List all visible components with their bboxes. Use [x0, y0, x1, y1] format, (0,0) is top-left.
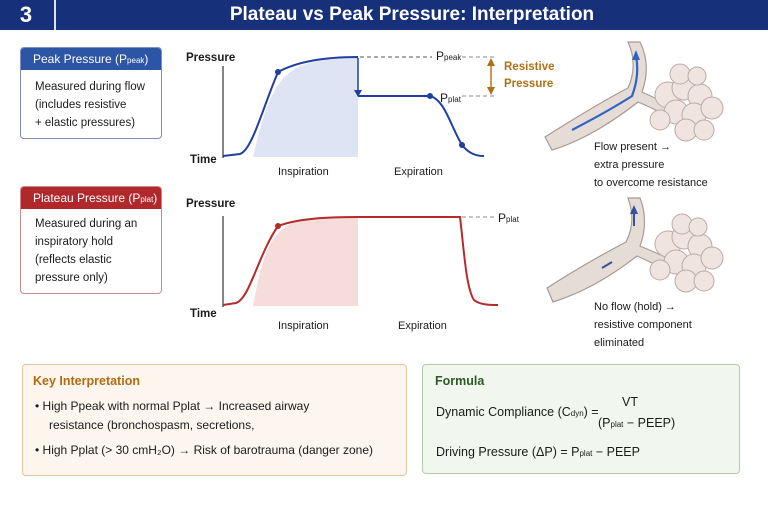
- page-title: Plateau vs Peak Pressure: Interpretation: [229, 4, 595, 25]
- top-inspiration-label: Inspiration: [278, 166, 329, 178]
- resistive-line-2: Pressure: [504, 78, 554, 90]
- pplat-label-bottom: Pplat: [498, 211, 519, 225]
- drop-arrowhead: [354, 90, 362, 97]
- static-arrowhead-bottom: [630, 205, 638, 214]
- plateau-title-sub: plat: [140, 195, 154, 204]
- airway-tube-bottom: [546, 197, 675, 303]
- top-y-axis-label: Pressure: [186, 52, 236, 64]
- peak-pressure-card: Peak Pressure (Ppeak) Measured during fl…: [20, 47, 162, 139]
- peak-card-line: Measured during flow: [35, 81, 145, 93]
- formula-numerator: VT: [622, 395, 638, 409]
- top-expiration-label: Expiration: [394, 166, 443, 178]
- peak-card-title: Peak Pressure (Ppeak): [21, 48, 161, 70]
- resistive-pressure-label: Resistive Pressure: [504, 59, 555, 93]
- lung-alveoli-top: [649, 63, 724, 142]
- key-interpretation-box: Key Interpretation • High Ppeak with nor…: [22, 364, 407, 476]
- note-line: to overcome resistance: [594, 177, 708, 189]
- no-flow-note: No flow (hold) → resistive component eli…: [594, 298, 692, 352]
- top-x-axis-label: Time: [190, 154, 217, 166]
- dynamic-compliance-label: Dynamic Compliance (Cdyn) =: [436, 405, 599, 419]
- flow-arrow-top: [571, 55, 639, 131]
- curve-point-hold: [275, 223, 281, 229]
- plateau-title-text: Plateau Pressure (P: [33, 191, 141, 205]
- plateau-card-line: pressure only): [35, 272, 108, 284]
- peak-title-sub: peak: [127, 56, 145, 65]
- key-interpretation-title: Key Interpretation: [33, 374, 140, 388]
- peak-pressure-graph: [222, 56, 496, 158]
- plateau-title-end: ): [153, 191, 158, 205]
- note-line: eliminated: [594, 337, 645, 349]
- lung-alveoli-bottom: [649, 213, 724, 293]
- plateau-line-top: [358, 95, 485, 157]
- key-point-1-cont: resistance (bronchospasm, secretions,: [49, 418, 255, 432]
- peak-card-line: + elastic pressures): [35, 117, 136, 129]
- formula-title: Formula: [435, 374, 485, 388]
- plateau-card-line: inspiratory hold: [35, 236, 113, 248]
- note-line: resistive component: [594, 319, 692, 331]
- curve-point-exp: [459, 142, 465, 148]
- airway-hold-illustration: [546, 197, 724, 303]
- bottom-expiration-label: Expiration: [398, 320, 447, 332]
- key-point-2: • High Pplat (> 30 cmH₂O) → Risk of baro…: [35, 443, 373, 457]
- airway-tube-top: [544, 41, 677, 151]
- curve-point-peak: [275, 69, 281, 75]
- peak-title-end: ): [144, 52, 149, 66]
- curve-point-plat: [427, 93, 433, 99]
- plateau-card-line: Measured during an: [35, 218, 138, 230]
- resistive-arrowhead-down: [487, 87, 495, 95]
- note-line: extra pressure: [594, 159, 665, 171]
- plateau-card-title: Plateau Pressure (Pplat): [21, 187, 161, 209]
- section-number: 3: [19, 2, 33, 27]
- resistive-line-1: Resistive: [504, 61, 555, 73]
- note-line: No flow (hold) →: [594, 301, 676, 313]
- pplat-label-top: Pplat: [440, 91, 461, 105]
- flow-present-note: Flow present → extra pressure to overcom…: [594, 138, 708, 192]
- formula-box: Formula: [422, 364, 740, 474]
- inspiration-shade-top: [253, 57, 358, 157]
- plateau-pressure-graph: [222, 216, 499, 307]
- note-line: Flow present →: [594, 141, 672, 153]
- static-arrow-mid: [601, 261, 613, 269]
- title-bar: 3 Plateau vs Peak Pressure: Interpretati…: [0, 0, 768, 30]
- ppeak-label: Ppeak: [436, 49, 462, 63]
- peak-title-text: Peak Pressure (P: [33, 52, 128, 66]
- bottom-x-axis-label: Time: [190, 308, 217, 320]
- inspiration-shade-bottom: [253, 217, 358, 306]
- airway-flow-illustration: [544, 41, 724, 151]
- resistive-arrowhead-up: [487, 58, 495, 66]
- plateau-pressure-curve: [222, 216, 499, 306]
- formula-denominator: (Pplat − PEEP): [598, 416, 676, 430]
- header-divider: [54, 0, 56, 30]
- peak-card-line: (includes resistive: [35, 99, 127, 111]
- plateau-pressure-card: Plateau Pressure (Pplat) Measured during…: [20, 186, 162, 294]
- driving-pressure-formula: Driving Pressure (ΔP) = Pplat − PEEP: [436, 445, 640, 459]
- bottom-y-axis-label: Pressure: [186, 198, 236, 210]
- flow-arrowhead-top: [632, 50, 640, 60]
- plateau-card-line: (reflects elastic: [35, 254, 112, 266]
- key-point-1: • High Ppeak with normal Pplat → Increas…: [35, 399, 310, 413]
- bottom-inspiration-label: Inspiration: [278, 320, 329, 332]
